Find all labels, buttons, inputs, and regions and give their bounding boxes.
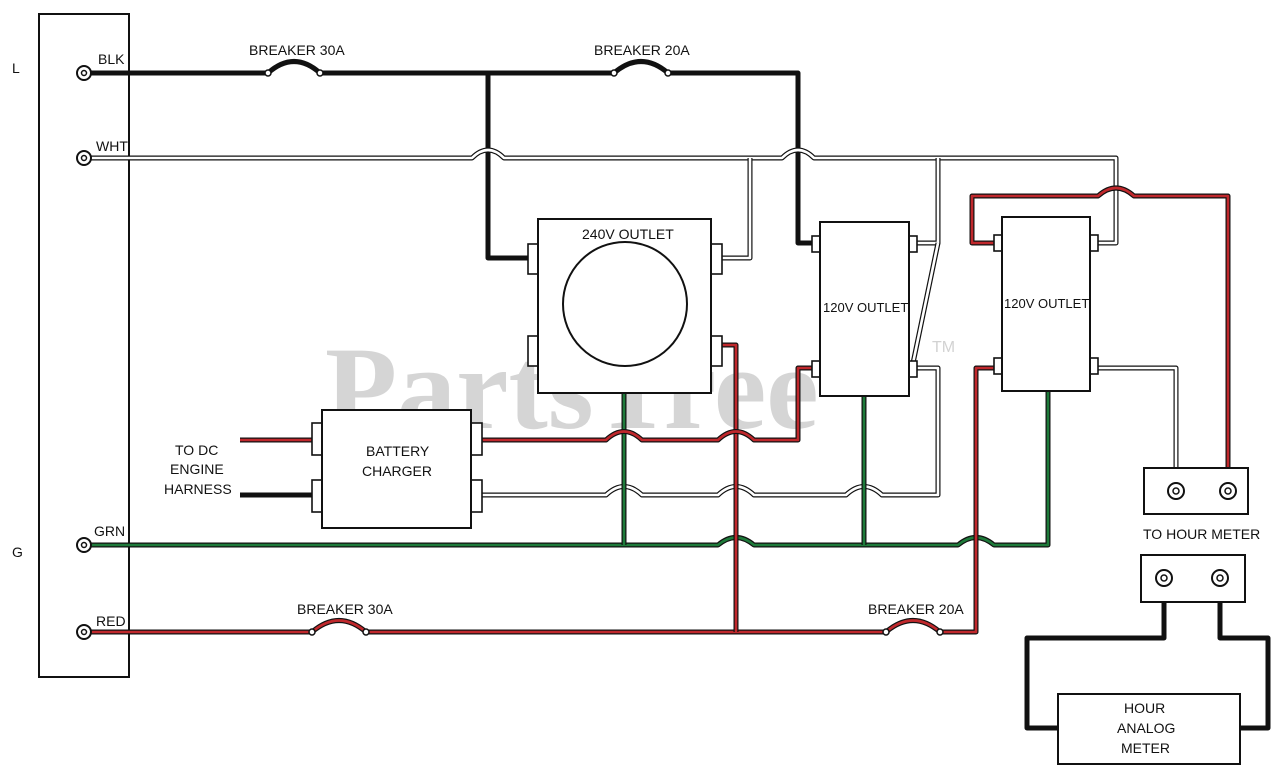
breaker-30a-red-contact-b	[362, 628, 370, 636]
breaker-20a-blk-contact-b	[664, 69, 672, 77]
breaker-20a-blk-arc	[612, 59, 670, 75]
breaker-20a-blk-contact-a	[610, 69, 618, 77]
ground-side-label: G	[12, 544, 23, 560]
black-wire-group	[90, 59, 820, 261]
hour-analog-meter-body	[1057, 693, 1241, 765]
hour-meter-terminal-right-center	[1224, 487, 1232, 495]
red-wire-group	[90, 185, 1231, 636]
panel-terminals	[76, 65, 92, 640]
red-charger-wire	[482, 366, 820, 442]
breaker-20a-red-arc	[885, 619, 941, 633]
wht-terminal-label: WHT	[96, 138, 128, 154]
red-main-wire	[90, 366, 1002, 634]
breaker-30a-red-label: BREAKER 30A	[297, 601, 393, 617]
hour-meter-label-line2: ANALOG	[1117, 720, 1175, 736]
charger-label-line2: CHARGER	[362, 463, 432, 479]
hour-meter-label-line3: METER	[1121, 740, 1170, 756]
outlet-240v-tab-tr	[710, 243, 723, 275]
hour-meter-wire-right	[1217, 578, 1271, 731]
outlet-120v-b-body	[1001, 216, 1091, 392]
breaker-20a-blk-label: BREAKER 20A	[594, 42, 690, 58]
red-120b-top-wire	[970, 186, 1230, 490]
blk-terminal-label: BLK	[98, 51, 125, 67]
charger-tab-br	[470, 479, 483, 513]
battery-charger	[311, 409, 483, 529]
wht-240-wire-outline	[712, 158, 753, 261]
wht-120a-cross-wire	[910, 242, 940, 369]
hour-meter-connector-block	[1140, 554, 1246, 603]
breaker-20a-red-contact-a	[882, 628, 890, 636]
breaker-30a-blk-label: BREAKER 30A	[249, 42, 345, 58]
hour-meter-wire-left	[1024, 578, 1167, 731]
outlet-240v-receptacle	[562, 241, 688, 367]
line-side-label: L	[12, 60, 20, 76]
outlet-240v	[527, 218, 723, 394]
hour-meter-terminal-label: TO HOUR METER	[1143, 526, 1260, 542]
breaker-20a-red-contact-b	[936, 628, 944, 636]
breaker-30a-blk-contact-b	[316, 69, 324, 77]
breaker-30a-red-arc	[311, 619, 367, 633]
outlet-120v-a-body	[819, 221, 910, 397]
outlet-240v-label: 240V OUTLET	[582, 226, 674, 242]
grn-terminal-center	[80, 541, 88, 549]
wht-hour-meter-wire	[1090, 366, 1178, 490]
dc-harness-label-line3: HARNESS	[164, 481, 232, 497]
hour-meter-connector-left-center	[1160, 574, 1168, 582]
hour-meter-terminal-left-center	[1172, 487, 1180, 495]
breaker-20a-red-label: BREAKER 20A	[868, 601, 964, 617]
wht-terminal-center	[80, 154, 88, 162]
charger-label-line1: BATTERY	[366, 443, 430, 459]
hour-meter-label-line1: HOUR	[1124, 700, 1165, 716]
blk-main-wire	[90, 70, 820, 246]
grn-terminal-label: GRN	[94, 523, 125, 539]
hour-meter-connector-right-center	[1216, 574, 1224, 582]
grn-main-wire	[90, 392, 1050, 547]
outlet-120v-b	[993, 216, 1099, 392]
control-panel	[38, 13, 130, 678]
red-terminal-center	[80, 628, 88, 636]
charger-body	[321, 409, 472, 529]
blk-240-feed-wire	[485, 73, 538, 261]
watermark-trademark: TM	[932, 339, 955, 356]
green-wire-group	[90, 392, 1051, 548]
wht-120a-top-wire-outline	[910, 158, 941, 246]
red-terminal-label: RED	[96, 613, 126, 629]
charger-tab-tr	[470, 422, 483, 456]
breaker-30a-blk-arc	[266, 59, 322, 75]
outlet-120v-b-label: 120V OUTLET	[1004, 296, 1089, 311]
dc-harness-label-line1: TO DC	[175, 442, 218, 458]
outlet-120v-a	[811, 221, 918, 397]
outlet-120v-a-label: 120V OUTLET	[823, 300, 908, 315]
breaker-30a-red-contact-a	[308, 628, 316, 636]
wht-main-wire	[90, 148, 1118, 245]
outlet-240v-tab-br	[710, 335, 723, 367]
blk-terminal-center	[80, 69, 88, 77]
breaker-30a-blk-contact-a	[264, 69, 272, 77]
wht-120a-top-wire	[910, 158, 940, 245]
dc-harness-label-line2: ENGINE	[170, 461, 224, 477]
hour-meter-terminal-block	[1143, 467, 1249, 515]
wht-240-wire	[712, 158, 752, 260]
